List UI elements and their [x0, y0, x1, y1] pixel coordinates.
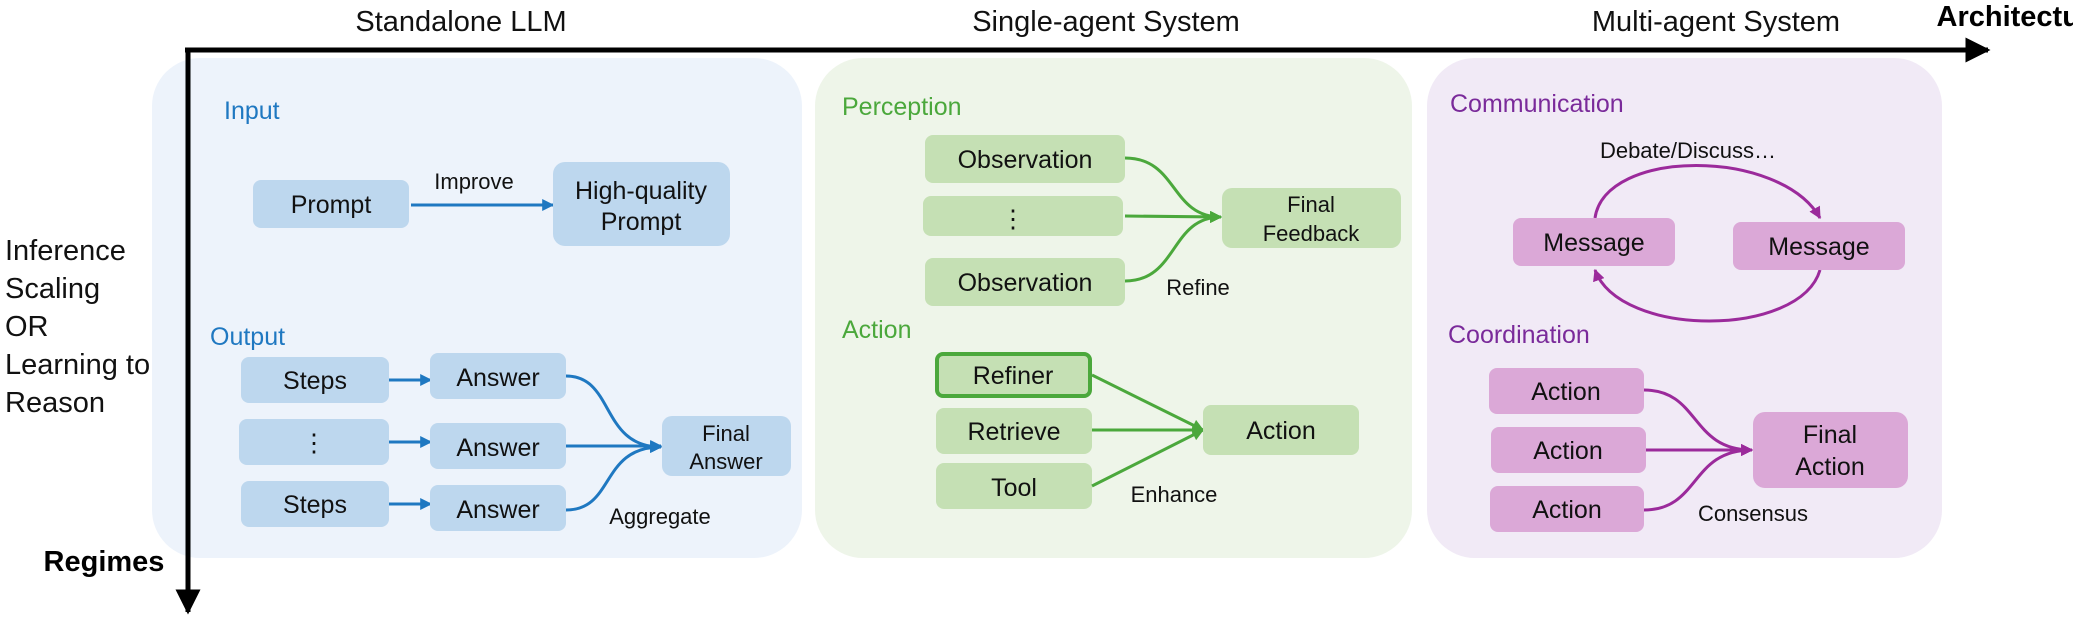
consensus-label: Consensus	[1698, 501, 1808, 526]
agent-action-box-1	[1489, 368, 1644, 414]
final-action-box	[1753, 412, 1908, 488]
refine-curve	[1124, 156, 1223, 223]
aggregate-label: Aggregate	[609, 504, 711, 529]
final-action-line: Action	[1795, 453, 1864, 481]
final-feedback-line: Feedback	[1263, 221, 1361, 246]
observation-box-2	[925, 258, 1125, 306]
steps-box-1	[241, 357, 389, 403]
answer-box-1	[430, 353, 566, 399]
answer-label-2: Answer	[456, 434, 539, 462]
action-result-box	[1203, 405, 1359, 455]
steps-ellipsis: ⋮	[302, 429, 327, 457]
input-section-title: Input	[224, 97, 280, 125]
regime-label-line: Inference	[5, 235, 126, 267]
steps-label-2: Steps	[283, 491, 347, 519]
high-quality-prompt-box	[553, 162, 730, 246]
regimes-axis-label: Regimes	[44, 546, 165, 578]
prompt-label: Prompt	[291, 191, 372, 219]
answer-box-3	[430, 485, 566, 531]
refiner-box	[935, 352, 1092, 398]
improve-label: Improve	[434, 169, 513, 194]
observation-box-ellipsis	[923, 196, 1123, 236]
final-feedback-line: Final	[1287, 192, 1335, 217]
refine-straight	[1124, 210, 1223, 223]
retrieve-label: Retrieve	[967, 418, 1060, 446]
perception-section-title: Perception	[842, 93, 962, 121]
enhance-arrow	[1091, 373, 1205, 432]
regime-label-line: Scaling	[5, 273, 100, 305]
steps-box-ellipsis	[239, 419, 389, 465]
agent-action-box-2	[1491, 427, 1646, 473]
high-quality-prompt-line: High-quality	[575, 177, 708, 205]
observation-label-1: Observation	[958, 146, 1093, 174]
agent-action-label-3: Action	[1532, 496, 1601, 524]
prompt-box	[253, 180, 409, 228]
answer-label-1: Answer	[456, 364, 539, 392]
architectures-axis-label: Architectures	[1937, 1, 2073, 33]
action-section-title: Action	[842, 316, 911, 344]
message-label-1: Message	[1543, 229, 1644, 257]
observation-label-2: Observation	[958, 269, 1093, 297]
enhance-arrow	[1091, 428, 1205, 488]
message-box-1	[1513, 218, 1675, 266]
column-header-single-agent: Single-agent System	[972, 6, 1240, 38]
steps-label-1: Steps	[283, 367, 347, 395]
steps-box-2	[241, 481, 389, 527]
agent-action-box-3	[1490, 486, 1644, 532]
debate-arc-bottom	[1593, 268, 1822, 323]
agent-action-label-2: Action	[1533, 437, 1602, 465]
debate-arc-top	[1593, 164, 1822, 220]
aggregate-curve	[565, 374, 663, 453]
consensus-curve	[1643, 444, 1754, 512]
final-answer-line: Final	[702, 421, 750, 446]
regime-label-line: OR	[5, 311, 49, 343]
column-header-multi-agent: Multi-agent System	[1592, 6, 1840, 38]
enhance-label: Enhance	[1131, 482, 1218, 507]
action-result-label: Action	[1246, 417, 1315, 445]
final-action-line: Final	[1803, 421, 1857, 449]
tool-box	[936, 463, 1092, 509]
consensus-curve	[1643, 388, 1754, 456]
message-label-2: Message	[1768, 233, 1869, 261]
message-box-2	[1733, 222, 1905, 270]
coordination-section-title: Coordination	[1448, 321, 1590, 349]
final-answer-line: Answer	[689, 449, 762, 474]
debate-label: Debate/Discuss…	[1600, 138, 1776, 163]
final-feedback-box	[1222, 188, 1401, 248]
single-agent-panel	[815, 58, 1412, 558]
high-quality-prompt-line: Prompt	[601, 208, 682, 236]
refine-label: Refine	[1166, 275, 1230, 300]
observation-box-1	[925, 135, 1125, 183]
tool-label: Tool	[991, 474, 1037, 502]
output-section-title: Output	[210, 323, 285, 351]
observation-ellipsis: ⋮	[1001, 205, 1026, 233]
aggregate-curve	[565, 441, 663, 512]
regime-label: Inference Scaling OR Learning to Reason	[5, 235, 150, 419]
answer-label-3: Answer	[456, 496, 539, 524]
refiner-label: Refiner	[973, 362, 1054, 390]
regime-label-line: Learning to	[5, 349, 150, 381]
regime-label-line: Reason	[5, 387, 105, 419]
communication-section-title: Communication	[1450, 90, 1624, 118]
final-answer-box	[662, 416, 791, 476]
refine-curve	[1124, 211, 1223, 283]
retrieve-box	[936, 408, 1092, 454]
answer-box-2	[430, 423, 566, 469]
agent-action-label-1: Action	[1531, 378, 1600, 406]
column-header-standalone: Standalone LLM	[355, 6, 566, 38]
